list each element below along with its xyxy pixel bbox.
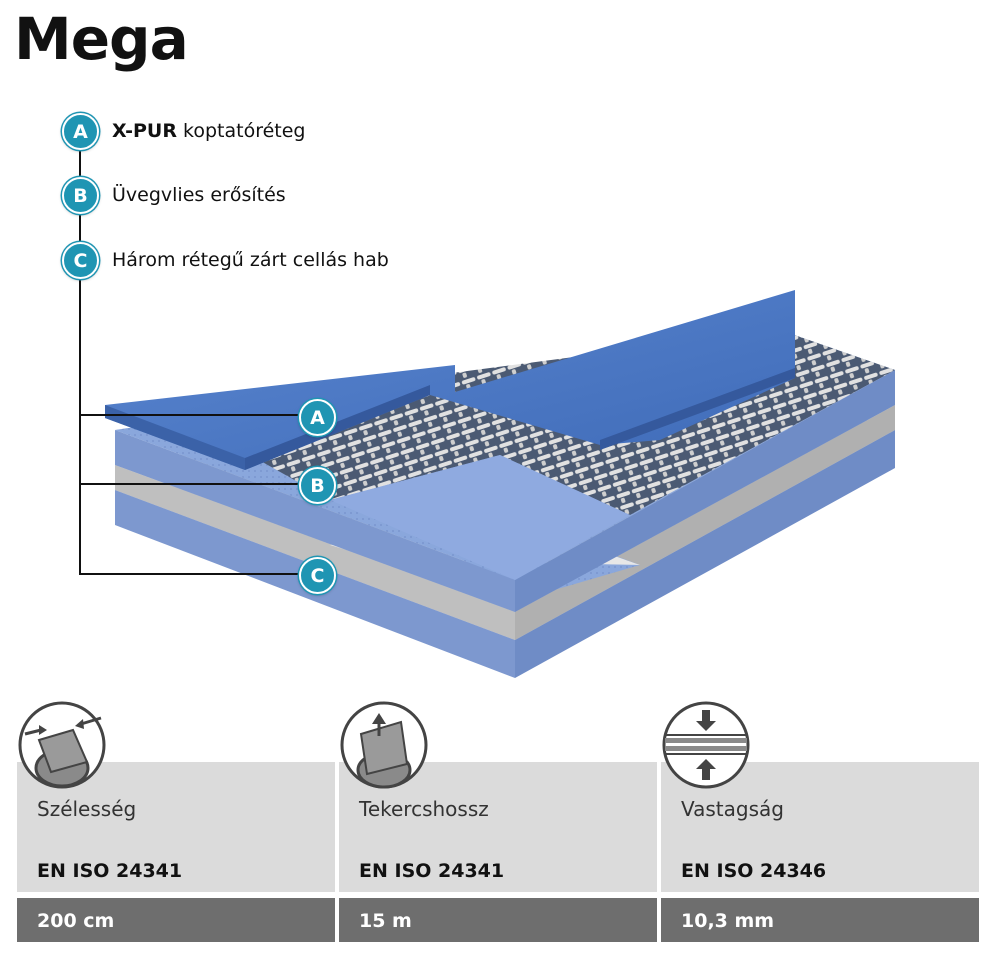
- marker-b: B: [299, 467, 336, 504]
- roll-length-icon: [340, 701, 428, 789]
- spec-value: 10,3 mm: [681, 910, 775, 932]
- legend-text-b: Üvegvlies erősítés: [112, 186, 286, 205]
- legend-text-c: Három rétegű zárt cellás hab: [112, 251, 389, 270]
- spec-value-bar: [339, 898, 657, 942]
- spec-standard: EN ISO 24346: [681, 860, 827, 882]
- legend-label-c: Három rétegű zárt cellás hab: [112, 249, 389, 271]
- legend-label-a: koptatóréteg: [176, 120, 306, 142]
- spec-value: 200 cm: [37, 910, 115, 932]
- spec-label: Vastagság: [681, 797, 784, 821]
- legend-badge-c: C: [62, 242, 99, 279]
- legend-badge-b: B: [62, 177, 99, 214]
- leader-line-a: [79, 414, 304, 416]
- product-title: Mega: [14, 5, 189, 73]
- wear-layer-a: [105, 290, 795, 470]
- spec-standard: EN ISO 24341: [37, 860, 183, 882]
- legend-label-b: Üvegvlies erősítés: [112, 184, 286, 206]
- spec-label: Szélesség: [37, 797, 137, 821]
- legend-badge-a: A: [62, 113, 99, 150]
- spec-roll-length: Tekercshossz EN ISO 24341 15 m: [339, 700, 657, 950]
- marker-a: A: [299, 399, 336, 436]
- spec-value-bar: [661, 898, 979, 942]
- leader-vertical-line: [79, 128, 81, 575]
- legend-text-a: X-PUR koptatóréteg: [112, 122, 306, 141]
- spec-thickness: Vastagság EN ISO 24346 10,3 mm: [661, 700, 979, 950]
- layer-cross-section-illustration: [105, 290, 895, 678]
- leader-line-c: [79, 573, 304, 575]
- thickness-icon: [662, 701, 750, 789]
- spec-width: Szélesség EN ISO 24341 200 cm: [17, 700, 335, 950]
- legend-bold-a: X-PUR: [112, 120, 177, 142]
- width-roll-icon: [18, 701, 106, 789]
- spec-value-bar: [17, 898, 335, 942]
- spec-label: Tekercshossz: [359, 797, 489, 821]
- marker-c: C: [299, 557, 336, 594]
- leader-line-b: [79, 483, 304, 485]
- spec-standard: EN ISO 24341: [359, 860, 505, 882]
- spec-value: 15 m: [359, 910, 412, 932]
